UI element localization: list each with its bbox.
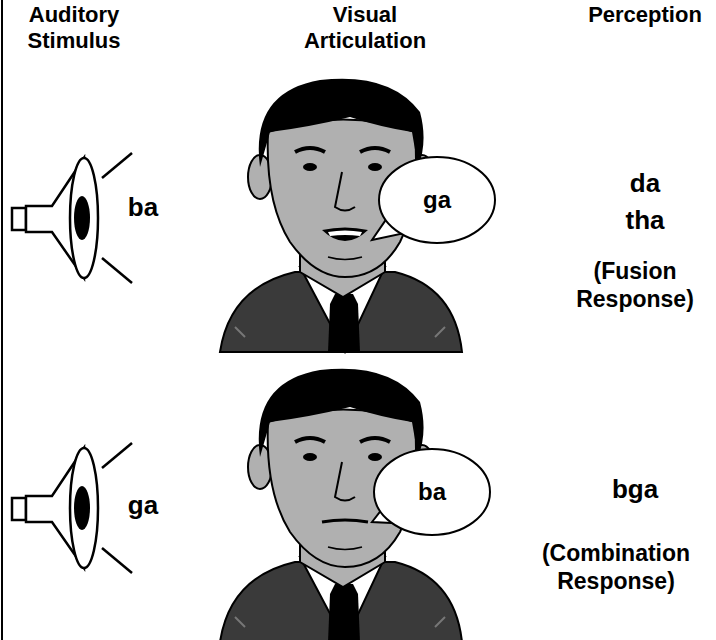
auditory-syllable: ga bbox=[118, 490, 168, 521]
speech-bubble: ba bbox=[373, 448, 491, 536]
bubble-ellipse bbox=[379, 157, 495, 243]
perception-text: tha bbox=[590, 205, 700, 236]
bubble-ellipse bbox=[374, 449, 490, 535]
speaker-icon bbox=[12, 153, 132, 283]
auditory-syllable: ba bbox=[118, 192, 168, 223]
perception-text: bga bbox=[570, 474, 700, 505]
column-header: Auditory Stimulus bbox=[4, 2, 144, 55]
bubble-text: ga bbox=[423, 186, 451, 214]
perception-text: (Combination Response) bbox=[520, 540, 712, 595]
perception-text: (Fusion Response) bbox=[560, 258, 710, 313]
bubble-text: ba bbox=[418, 478, 446, 506]
speech-bubble: ga bbox=[378, 156, 496, 244]
speaker-face bbox=[220, 369, 462, 640]
speaker-icon bbox=[12, 443, 132, 573]
column-header: Visual Articulation bbox=[290, 2, 440, 55]
column-header: Perception bbox=[575, 2, 715, 28]
perception-text: da bbox=[590, 168, 700, 199]
